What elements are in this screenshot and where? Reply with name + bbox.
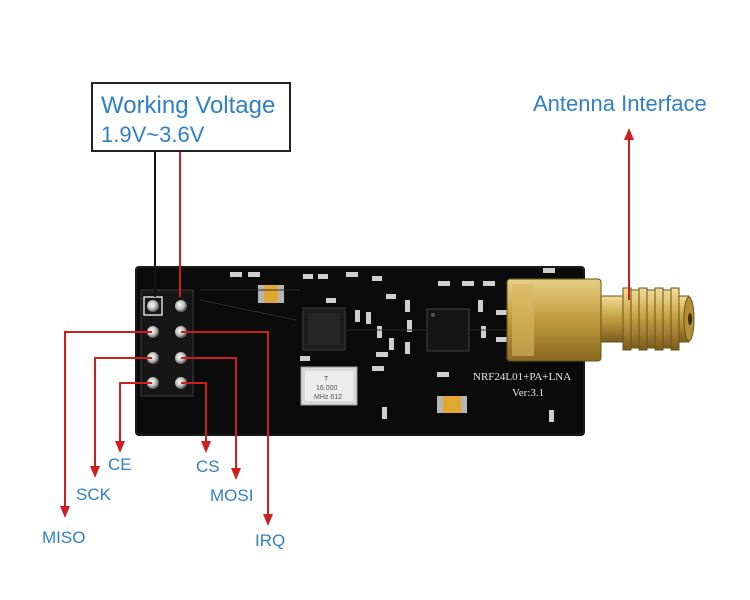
- crystal-text-3: MHz 612: [314, 394, 342, 401]
- sck-pin-label: SCK: [76, 485, 111, 504]
- ce-arrowhead: [115, 441, 125, 453]
- working-voltage-title: Working Voltage: [101, 92, 276, 119]
- working-voltage-callout: Working Voltage 1.9V~3.6V: [91, 82, 291, 152]
- pin-leader-arrowheads: [60, 441, 273, 526]
- miso-leader: [64, 331, 152, 510]
- crystal-text-2: 16.000: [316, 385, 338, 392]
- cs-arrowhead: [201, 441, 211, 453]
- pcb-traces: [199, 289, 508, 331]
- miso-arrowhead: [60, 506, 70, 518]
- pin-header: [140, 289, 194, 397]
- ce-pin-label: CE: [108, 455, 132, 474]
- sck-arrowhead: [90, 466, 100, 478]
- mosi-leader: [181, 357, 237, 472]
- capacitor-1: [258, 285, 284, 303]
- mosi-arrowhead: [231, 468, 241, 480]
- irq-pin-label: IRQ: [255, 531, 286, 550]
- antenna-connector: [506, 278, 695, 362]
- rf-chip: [302, 307, 346, 351]
- miso-pin-label: MISO: [42, 528, 86, 547]
- mosi-pin-label: MOSI: [210, 486, 254, 505]
- crystal-text-1: T: [324, 376, 329, 383]
- amplifier-chip: [426, 308, 470, 352]
- antenna-interface-label: Antenna Interface: [533, 91, 707, 116]
- crystal-oscillator: [300, 366, 358, 406]
- antenna-arrow: [624, 128, 634, 300]
- sck-leader: [94, 357, 152, 470]
- ce-leader: [119, 382, 152, 445]
- capacitor-2: [437, 396, 467, 413]
- pin-leader-lines: [64, 331, 269, 518]
- irq-arrowhead: [263, 514, 273, 526]
- voltage-range: 1.9V~3.6V: [101, 122, 205, 147]
- irq-leader: [181, 331, 269, 518]
- board-version-text: Ver:3.1: [512, 387, 544, 399]
- voltage-leader-lines: [154, 152, 181, 297]
- cs-pin-label: CS: [196, 457, 220, 476]
- cs-leader: [181, 382, 207, 445]
- board-model-text: NRF24L01+PA+LNA: [473, 371, 571, 383]
- smd-components: [230, 268, 555, 422]
